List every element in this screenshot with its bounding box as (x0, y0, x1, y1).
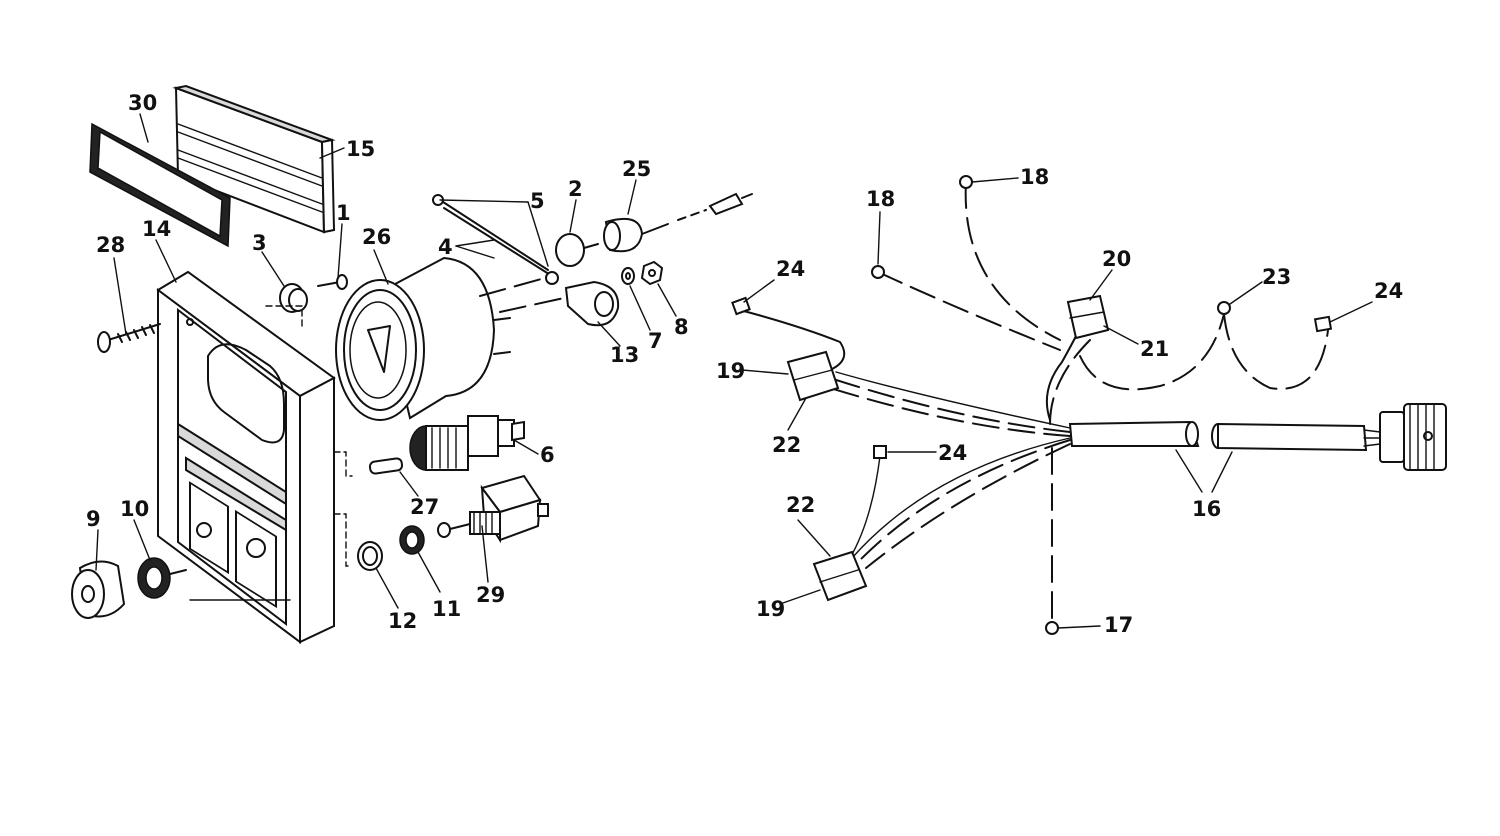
part-19-lower-connector (812, 550, 868, 602)
label-30: 30 (128, 91, 157, 115)
part-13-clamp (564, 280, 620, 327)
label-19-lower: 19 (756, 597, 785, 621)
part-10-bezel-nut (137, 557, 187, 599)
label-7: 7 (648, 329, 663, 353)
part-3-spacer (279, 283, 308, 313)
part-8-nut (640, 260, 664, 286)
part-6-fuse-holder (409, 415, 525, 471)
part-16-harness-cable (1068, 403, 1447, 471)
part-11-nut (399, 525, 425, 555)
label-17: 17 (1104, 613, 1133, 637)
label-25: 25 (622, 157, 651, 181)
label-24-right: 24 (1374, 279, 1403, 303)
part-1-bolt (317, 274, 348, 290)
label-28: 28 (96, 233, 125, 257)
label-15: 15 (346, 137, 375, 161)
label-24-lower: 24 (938, 441, 967, 465)
part-26-trim-gauge (335, 256, 511, 421)
part-28-screw (97, 323, 161, 353)
label-20: 20 (1102, 247, 1131, 271)
label-6: 6 (540, 443, 555, 467)
label-9: 9 (86, 507, 101, 531)
callout-labels: 30 15 1 28 14 3 26 5 4 2 25 7 8 13 6 27 … (86, 91, 1403, 637)
leader-lines (95, 113, 1373, 629)
part-4-5-wires (432, 194, 559, 285)
label-18-left: 18 (866, 187, 895, 211)
part-12-washer (357, 541, 383, 571)
label-18-top: 18 (1020, 165, 1049, 189)
part-29-toggle-switch (437, 474, 549, 544)
label-19-upper: 19 (716, 359, 745, 383)
label-11: 11 (432, 597, 461, 621)
part-2-bulb (555, 233, 599, 267)
label-5: 5 (530, 189, 545, 213)
label-4: 4 (438, 235, 453, 259)
label-10: 10 (120, 497, 149, 521)
label-27: 27 (410, 495, 439, 519)
label-8: 8 (674, 315, 689, 339)
part-19-upper-connector (786, 350, 840, 402)
label-16: 16 (1192, 497, 1221, 521)
part-9-knob (71, 560, 126, 619)
label-2: 2 (568, 177, 583, 201)
label-22-lower: 22 (786, 493, 815, 517)
part-24-terminals (731, 296, 1333, 459)
label-21: 21 (1140, 337, 1169, 361)
label-24-upper: 24 (776, 257, 805, 281)
part-27-fuse (368, 457, 404, 475)
part-30-gasket (89, 122, 231, 248)
label-1: 1 (336, 201, 351, 225)
label-29: 29 (476, 583, 505, 607)
part-7-washer (621, 267, 635, 285)
label-3: 3 (252, 231, 267, 255)
part-15-bracket (172, 84, 336, 234)
part-20-connector (1066, 294, 1110, 340)
label-22-upper: 22 (772, 433, 801, 457)
part-14-panel-housing (156, 270, 336, 644)
label-12: 12 (388, 609, 417, 633)
label-26: 26 (362, 225, 391, 249)
label-14: 14 (142, 217, 171, 241)
part-25-bulb-socket (603, 192, 753, 253)
label-23: 23 (1262, 265, 1291, 289)
label-13: 13 (610, 343, 639, 367)
harness-wires (739, 181, 1329, 621)
